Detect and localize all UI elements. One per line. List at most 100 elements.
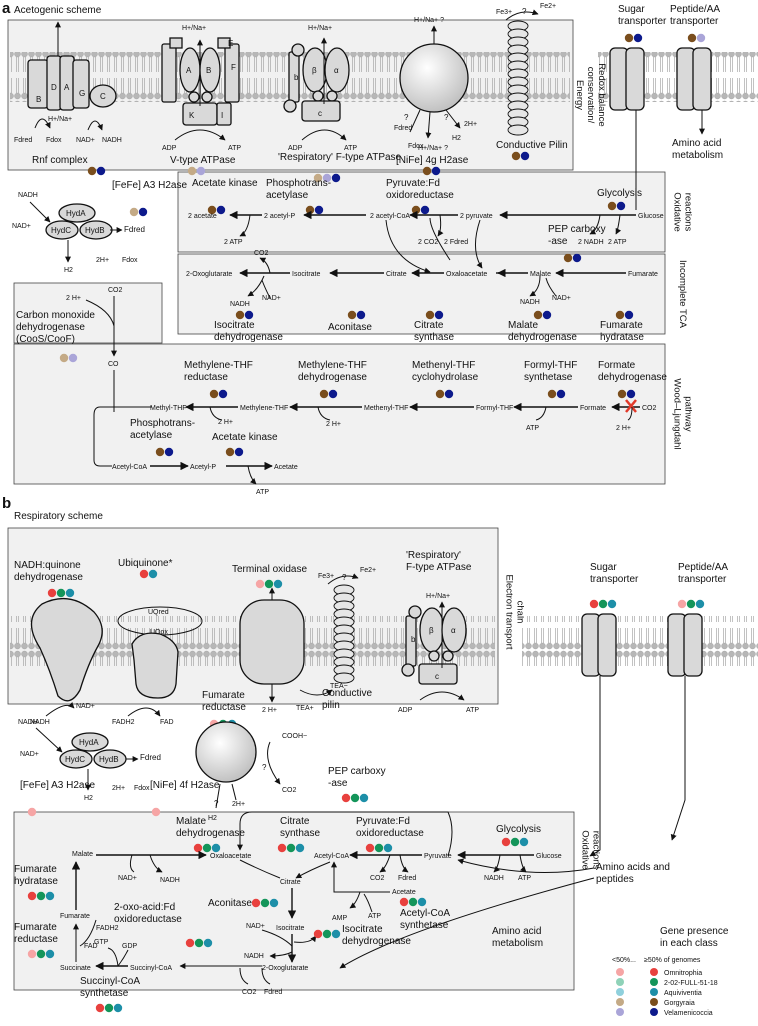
a-fumarate: Fumarate (628, 271, 658, 278)
a-citrate: Citrate (386, 271, 407, 278)
presence-dot (202, 843, 212, 853)
presence-dot (598, 599, 608, 609)
ack-wl-label: Acetate kinase (212, 432, 278, 443)
presence-dot (216, 205, 226, 215)
svg-text:HydB: HydB (85, 226, 105, 235)
a-side-oxidative: Oxidativereactions (672, 192, 694, 232)
presence-dot (359, 793, 369, 803)
presence-dot (36, 949, 46, 959)
presence-dot (286, 843, 296, 853)
legend-dot (650, 1008, 658, 1016)
fdh-blocked-cross-icon (625, 399, 637, 413)
presence-dot (45, 891, 55, 901)
presence-dot (617, 389, 627, 399)
nife-label: [NiFe] 4g H2ase (396, 155, 469, 166)
nife-b-dots (151, 807, 161, 817)
presence-dot (533, 310, 543, 320)
presence-dot (273, 579, 283, 589)
presence-dot (422, 166, 432, 176)
presence-dot (196, 166, 206, 176)
nife-4g-hydrogenase (399, 43, 469, 113)
presence-dot (96, 166, 106, 176)
svg-text:NADH: NADH (18, 192, 38, 199)
a-pyruvate: 2 pyruvate (460, 213, 493, 220)
fh-b-dots (27, 891, 55, 901)
ubq-label: Ubiquinone* (118, 558, 173, 569)
svg-text:CO2: CO2 (282, 787, 297, 794)
pta-a-label: Phosphotrans-acetylase (266, 178, 331, 201)
pilin-a-fe3: Fe3+ (496, 9, 512, 16)
svg-text:?: ? (262, 763, 267, 772)
presence-dot (501, 837, 511, 847)
nife-fdox: Fdox (408, 143, 424, 150)
presence-dot (589, 599, 599, 609)
presence-dot (420, 205, 430, 215)
presence-dot (365, 843, 375, 853)
svg-text:ATP: ATP (526, 425, 539, 432)
svg-text:2 H+: 2 H+ (616, 425, 631, 432)
panel-a-title: Acetogenic scheme (14, 5, 102, 16)
legend-dot (616, 988, 624, 996)
svg-text:ATP: ATP (466, 707, 479, 714)
f-atp-a-dots (313, 173, 341, 183)
a-side-wl: Wood–Ljungdahlpathway (672, 378, 694, 449)
presence-dot (218, 389, 228, 399)
presence-dot (677, 599, 687, 609)
conductive-pilin-a (507, 20, 529, 136)
svg-text:Fumarate: Fumarate (60, 913, 90, 920)
sugar-transporter-a (609, 47, 629, 111)
ack-wl-dots (225, 447, 244, 457)
presence-dot (104, 1003, 114, 1013)
svg-text:NADH: NADH (520, 299, 540, 306)
f-atp-a-hna: H+/Na+ (308, 25, 332, 32)
fefe-hydrogenase-a: HydA HydC HydB (45, 203, 113, 240)
svg-text:2 ATP: 2 ATP (224, 239, 243, 246)
presence-dot (607, 599, 617, 609)
rnf-fdox: Fdox (46, 137, 62, 144)
presence-dot (542, 310, 552, 320)
presence-dot (633, 33, 643, 43)
svg-text:H2: H2 (84, 795, 93, 802)
nife-h2: H2 (452, 135, 461, 142)
v-atp-label: V-type ATPase (170, 155, 236, 166)
legend-dot (616, 1008, 624, 1016)
svg-text:Citrate: Citrate (280, 879, 301, 886)
ack-a-label: Acetate kinase (192, 178, 258, 189)
presence-dot (624, 33, 634, 43)
svg-text:F: F (231, 63, 236, 72)
rnf-dots (87, 166, 106, 176)
panel-b-title: Respiratory scheme (14, 511, 103, 522)
svg-text:Fdred: Fdred (140, 753, 161, 762)
svg-text:NADH: NADH (230, 301, 250, 308)
presence-dot (193, 843, 203, 853)
presence-dot (556, 389, 566, 399)
presence-dot (164, 447, 174, 457)
svg-text:HydB: HydB (99, 755, 119, 764)
presence-dot (547, 389, 557, 399)
svg-text:ATP: ATP (368, 913, 381, 920)
svg-text:ATP: ATP (518, 875, 531, 882)
svg-text:CO2: CO2 (242, 989, 257, 996)
hyd-b-dots (27, 807, 37, 817)
f-atp-a-atp: ATP (344, 145, 357, 152)
mch-dots (435, 389, 454, 399)
presence-dot (314, 205, 324, 215)
presence-dot (615, 310, 625, 320)
presence-dot (374, 843, 384, 853)
a-acetyl-p: 2 acetyl-P (264, 213, 295, 220)
svg-text:HydA: HydA (66, 209, 86, 218)
presence-dot (626, 389, 636, 399)
svg-text:2H+: 2H+ (112, 785, 125, 792)
svg-text:c: c (318, 109, 322, 118)
svg-text:B: B (206, 66, 211, 75)
svg-text:Succinate: Succinate (60, 965, 91, 972)
presence-dot (511, 151, 521, 161)
svg-text:AMP: AMP (332, 915, 348, 922)
